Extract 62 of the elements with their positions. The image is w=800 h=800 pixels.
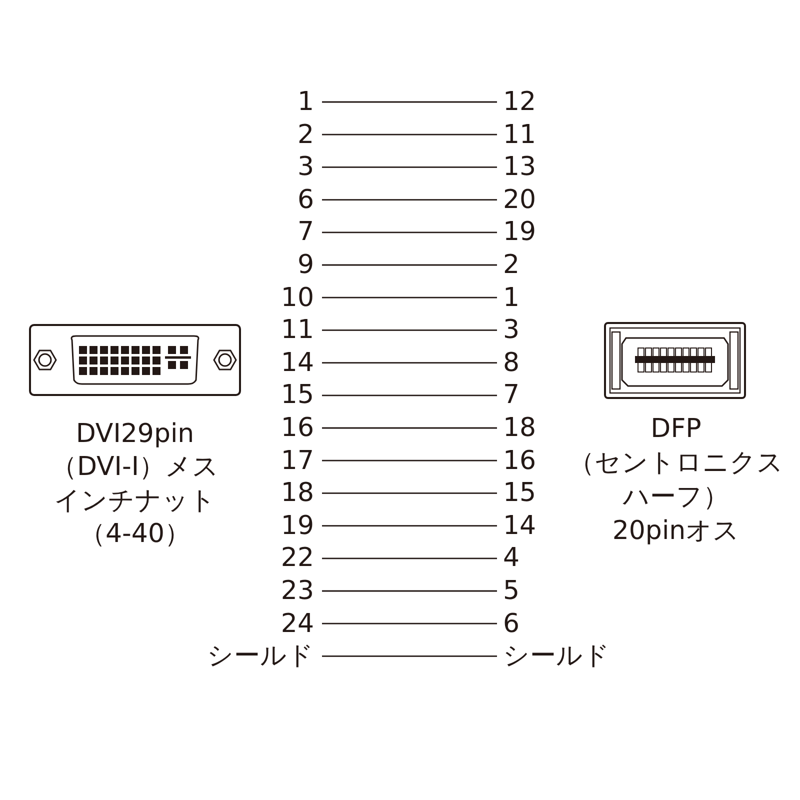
connector-caption: （DVI-I）メス bbox=[50, 451, 220, 483]
pin-label: 6 bbox=[297, 184, 314, 215]
pin-label: 22 bbox=[280, 543, 314, 574]
pin-label: 3 bbox=[503, 315, 520, 346]
pin-label: 7 bbox=[297, 217, 314, 248]
pin-label: 3 bbox=[297, 152, 314, 182]
pin-label: 9 bbox=[297, 250, 314, 280]
connector-caption: ハーフ） bbox=[623, 481, 729, 513]
pin-label: 2 bbox=[503, 250, 520, 280]
connector-caption: 20pinオス bbox=[612, 515, 740, 547]
pin-label: 13 bbox=[503, 152, 536, 182]
pin-label: シールド bbox=[503, 641, 610, 672]
connector-caption: インチナット bbox=[54, 485, 216, 517]
connector-caption: （セントロニクス bbox=[568, 447, 784, 479]
wire-line bbox=[322, 394, 497, 396]
pin-label: 18 bbox=[280, 478, 314, 508]
connector-caption: DFP bbox=[650, 413, 702, 445]
pin-label: 19 bbox=[503, 217, 536, 248]
pin-label: 16 bbox=[503, 446, 536, 476]
pin-label: 10 bbox=[280, 282, 314, 313]
connector-caption: （4-40） bbox=[80, 518, 190, 550]
wire-line bbox=[322, 296, 497, 298]
connector-caption: DVI29pin bbox=[76, 418, 194, 450]
wire-line bbox=[322, 427, 497, 429]
wire-line bbox=[322, 330, 497, 331]
pin-label: 4 bbox=[503, 543, 520, 574]
pin-label: 24 bbox=[280, 608, 314, 639]
pin-label: 1 bbox=[297, 87, 314, 117]
wire-line bbox=[322, 558, 497, 560]
pin-label: 15 bbox=[280, 380, 314, 410]
pin-label: 23 bbox=[280, 576, 314, 606]
wire-line bbox=[322, 656, 497, 657]
pin-label: 7 bbox=[503, 380, 520, 410]
wire-line bbox=[322, 101, 497, 103]
pin-label: 1 bbox=[503, 282, 520, 313]
pin-label: 17 bbox=[280, 446, 314, 476]
pin-label: シールド bbox=[207, 641, 314, 672]
pin-label: 11 bbox=[280, 315, 314, 346]
pin-label: 12 bbox=[503, 87, 536, 117]
wire-line bbox=[322, 622, 497, 624]
wire-line bbox=[322, 525, 497, 526]
wire-line bbox=[322, 199, 497, 200]
pin-label: 18 bbox=[503, 413, 536, 443]
pin-label: 14 bbox=[503, 510, 536, 541]
pin-label: 8 bbox=[503, 348, 520, 378]
pin-label: 14 bbox=[280, 348, 314, 378]
wire-line bbox=[322, 492, 497, 494]
pin-label: 2 bbox=[297, 120, 314, 150]
pin-label: 15 bbox=[503, 478, 536, 508]
wire-line bbox=[322, 264, 497, 266]
wire-line bbox=[322, 166, 497, 168]
wire-line bbox=[322, 362, 497, 364]
wire-line bbox=[322, 232, 497, 234]
pin-label: 6 bbox=[503, 608, 520, 639]
wire-line bbox=[322, 460, 497, 462]
pin-label: 19 bbox=[280, 510, 314, 541]
wire-line bbox=[322, 590, 497, 592]
pin-label: 11 bbox=[503, 120, 536, 150]
pin-label: 5 bbox=[503, 576, 520, 606]
pin-label: 20 bbox=[503, 184, 536, 215]
wire-line bbox=[322, 134, 497, 136]
pin-label: 16 bbox=[280, 413, 314, 443]
